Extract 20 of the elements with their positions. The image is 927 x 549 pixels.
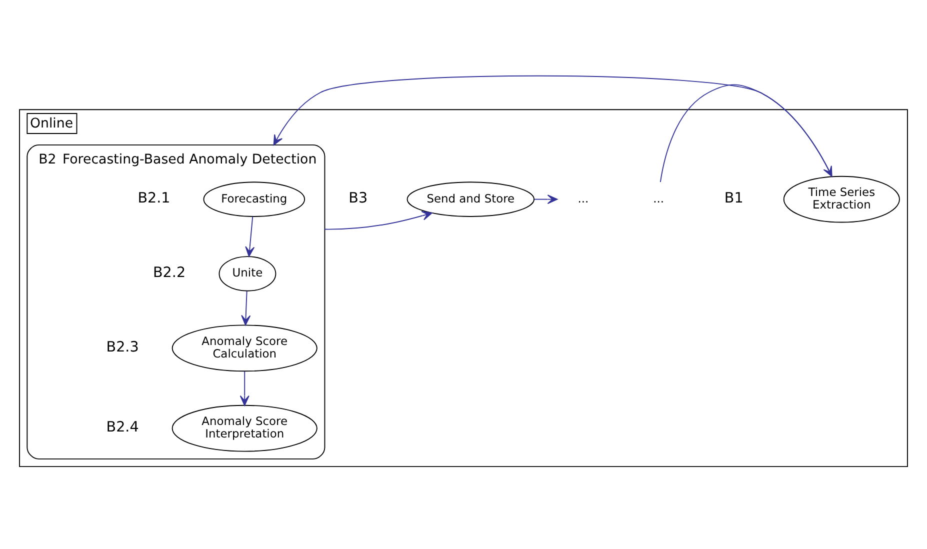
node-label: B3 <box>348 190 368 206</box>
arrow <box>241 290 251 326</box>
node-ellipse: Time Series Extraction <box>783 175 900 222</box>
node-ellipse: Send and Store <box>406 181 535 216</box>
node-label: B1 <box>724 190 744 206</box>
node-ellipse: Anomaly Score Calculation <box>172 324 318 372</box>
node-ellipse: Anomaly Score Interpretation <box>172 404 318 452</box>
node-label: B2.4 <box>106 419 139 436</box>
node-ellipse: Unite <box>218 256 276 291</box>
arrow <box>324 210 432 230</box>
arrow <box>240 370 250 406</box>
node-text: ... <box>653 190 664 205</box>
arrow <box>245 216 255 256</box>
node-label: B2 <box>38 152 56 168</box>
node-text: ... <box>578 190 589 205</box>
node-label: B2.2 <box>152 264 186 281</box>
arrow <box>534 194 558 204</box>
node-label: B2.1 <box>138 190 170 206</box>
node-ellipse: Forecasting <box>203 181 306 216</box>
node-label: B2.3 <box>106 339 139 356</box>
